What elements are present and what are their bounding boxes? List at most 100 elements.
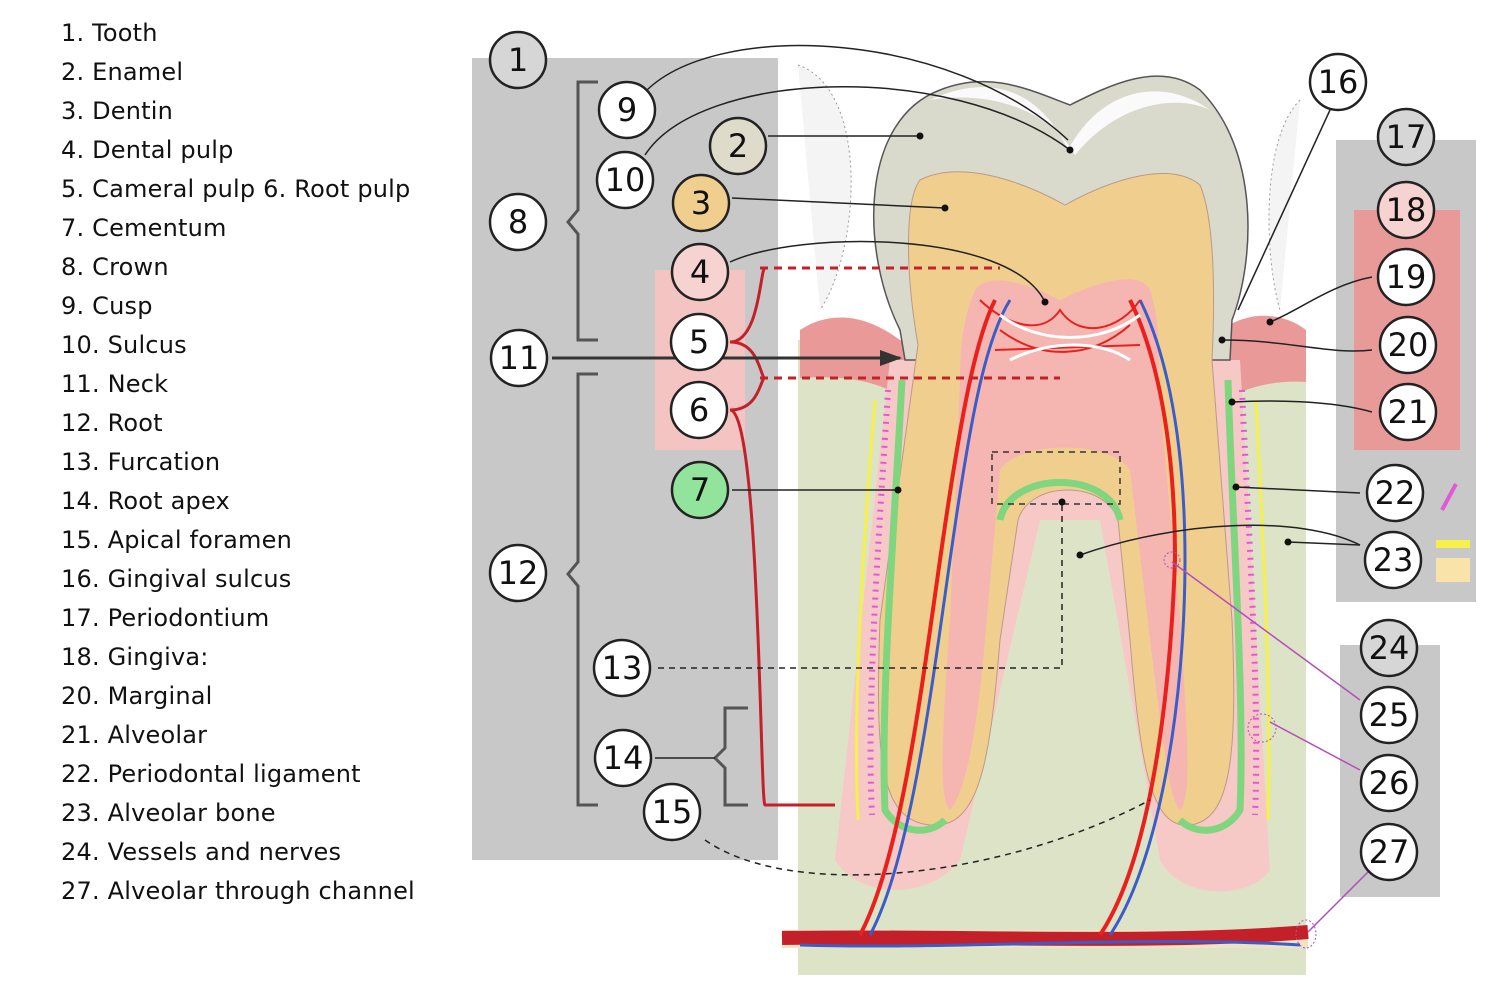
leader-23a [1079,524,1361,556]
leader-19 [1269,276,1373,323]
badge-label: 3 [691,184,711,222]
leader-9 [646,44,1069,141]
neighbour-tooth-outline-left [797,64,852,311]
legend-item: 3. Dentin [61,97,174,125]
leader-4 [729,240,1046,303]
badge-circle [488,30,548,90]
leader-26 [1269,721,1361,771]
swatch-bone-lining [1436,540,1470,548]
badge-label: 17 [1386,118,1427,156]
badge-label: 15 [652,793,693,831]
legend-item: 21. Alveolar [61,721,208,749]
badge-label: 14 [603,739,644,777]
badges: 1234567891011121314151617181920212223242… [488,30,1438,882]
badge-label: 4 [690,253,710,291]
artery-main [781,925,1309,946]
badge-circle [592,638,652,698]
leader-3 [731,197,946,209]
badge-20: 20 [1378,315,1438,375]
badge-2: 2 [708,116,768,176]
legend-item: 13. Furcation [61,448,221,476]
badge-label: 20 [1388,326,1429,364]
swatch-ligament [1440,483,1458,511]
badge-label: 11 [499,339,540,377]
badge-15: 15 [642,782,702,842]
badge-26: 26 [1359,753,1419,813]
marker-26 [1247,713,1277,743]
pulp-bracket-lines [729,266,835,807]
badge-label: 8 [508,203,528,241]
vein-left-root [868,299,1012,936]
badge-18: 18 [1376,180,1436,240]
badge-27: 27 [1359,822,1419,882]
legend-item: 18. Gingiva: [61,643,209,671]
badge-circle [489,328,549,388]
badge-11: 11 [489,328,549,388]
legend-item: 24. Vessels and nerves [61,838,342,866]
badge-circle [670,460,730,520]
badge-23: 23 [1363,530,1423,590]
legend-item: 14. Root apex [61,487,230,515]
badge-circle [597,80,657,140]
leader-23b [1287,541,1361,546]
badge-5: 5 [669,312,729,372]
badge-10: 10 [595,150,655,210]
badge-label: 6 [689,391,709,429]
cementum-right [1177,379,1245,834]
badge-14: 14 [593,728,653,788]
vein-main [799,939,1301,948]
gingiva-right [1222,315,1306,400]
root-bracket [566,372,598,807]
legend-item: 11. Neck [61,370,169,398]
swatch-bone [1436,558,1470,582]
badge-label: 7 [690,471,710,509]
badge-circle [488,192,548,252]
legend-item: 5. Cameral pulp 6. Root pulp [61,175,411,203]
badge-circle [488,543,548,603]
badge-circle [1376,107,1436,167]
pulp-nerves [999,313,1141,362]
leader-10 [644,86,1071,156]
leader-lines [644,44,1373,933]
badge-circle [1359,753,1419,813]
badge-circle [642,782,702,842]
badge-19: 19 [1376,247,1436,307]
legend-item: 10. Sulcus [61,331,187,359]
badge-22: 22 [1365,463,1425,523]
badge-label: 26 [1369,764,1410,802]
leader-15 [704,799,1151,876]
badge-circle [1359,822,1419,882]
artery-left-root [858,299,997,936]
leader-25 [1171,561,1361,701]
badge-label: 22 [1375,474,1416,512]
legend-item: 17. Periodontium [61,604,270,632]
badge-label: 18 [1386,191,1427,229]
badge-circle [1359,685,1419,745]
badge-label: 9 [617,91,637,129]
badge-1: 1 [488,30,548,90]
leader-22 [1235,486,1361,494]
badge-12: 12 [488,543,548,603]
badge-25: 25 [1359,685,1419,745]
badge-circle [1378,315,1438,375]
legend-item: 9. Cusp [61,292,153,320]
legend-item: 8. Crown [61,253,169,281]
furcation-box [991,451,1121,505]
marker-25 [1163,551,1181,569]
badge-label: 2 [728,127,748,165]
badge-circle [669,312,729,372]
legend-item: 2. Enamel [61,58,184,86]
badge-circle [669,380,729,440]
badge-24: 24 [1359,618,1419,678]
badge-7: 7 [670,460,730,520]
badge-circle [593,728,653,788]
crown-bracket [566,80,598,342]
badge-label: 13 [602,649,643,687]
leader-16 [1237,109,1331,311]
legend-item: 16. Gingival sulcus [61,565,292,593]
badge-label: 19 [1386,258,1427,296]
badge-17: 17 [1376,107,1436,167]
badge-circle [1378,382,1438,442]
legend-item: 7. Cementum [61,214,227,242]
marker-27 [1295,919,1317,949]
